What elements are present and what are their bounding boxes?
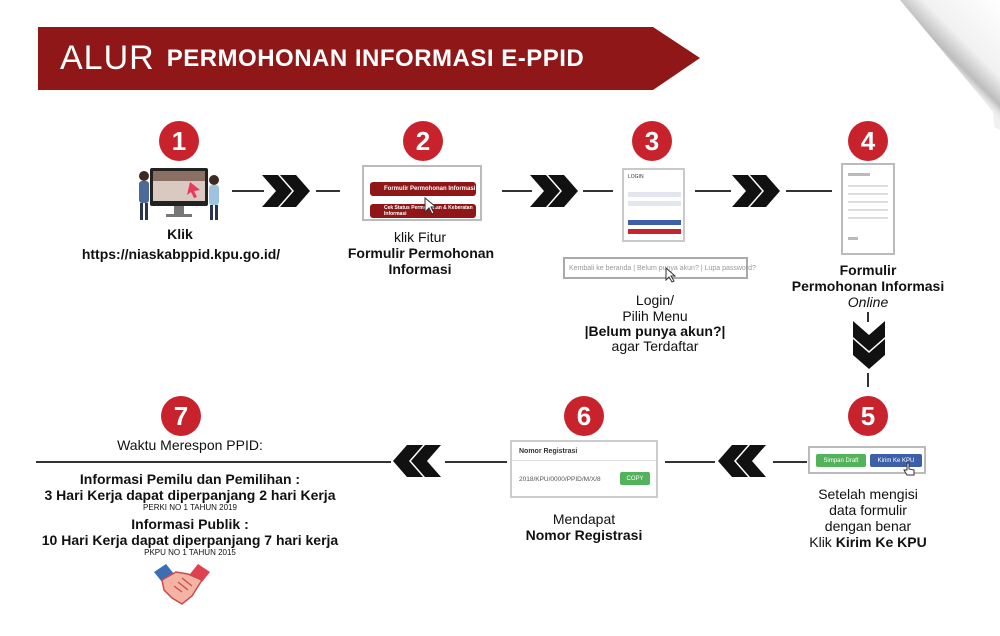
connector bbox=[583, 190, 613, 192]
login-links-text[interactable]: Kembali ke beranda | Belum punya akun? |… bbox=[569, 264, 756, 272]
step-7-number: 7 bbox=[161, 396, 201, 436]
chevron-right-icon bbox=[262, 175, 310, 207]
connector bbox=[502, 190, 532, 192]
simpan-draft-button[interactable]: Simpan Draft bbox=[816, 454, 866, 467]
step-5-number: 5 bbox=[848, 396, 888, 436]
chevron-left-icon bbox=[393, 445, 441, 477]
step-3-line2: Pilih Menu bbox=[622, 308, 688, 324]
connector bbox=[786, 190, 832, 192]
registration-card-title: Nomor Registrasi bbox=[519, 448, 578, 455]
login-links-bar: Kembali ke beranda | Belum punya akun? |… bbox=[563, 257, 756, 283]
step-7-a-title: Informasi Pemilu dan Pemilihan : bbox=[79, 471, 301, 487]
connector bbox=[36, 461, 391, 463]
step-3-line3: |Belum punya akun?| bbox=[584, 323, 726, 339]
formulir-button[interactable]: Formulir Permohonan Informasi bbox=[370, 182, 476, 196]
title-banner: ALUR PERMOHONAN INFORMASI E-PPID bbox=[38, 27, 700, 90]
step-6-line1: Mendapat bbox=[552, 511, 616, 527]
step-4-line3: Online bbox=[847, 294, 889, 310]
step-5-line4-bold: Kirim Ke KPU bbox=[835, 534, 927, 550]
chevron-left-icon bbox=[718, 445, 766, 477]
username-field[interactable] bbox=[628, 192, 681, 197]
step-5-line2: data formulir bbox=[829, 502, 907, 518]
step-7-b-title: Informasi Publik : bbox=[131, 516, 249, 532]
chevron-down-icon bbox=[853, 321, 885, 369]
connector bbox=[695, 190, 731, 192]
step-2-line1: klik Fitur bbox=[393, 229, 447, 245]
connector bbox=[867, 373, 869, 387]
registration-card: Nomor Registrasi 2018/KPU/0000/PPID/M/X/… bbox=[510, 440, 658, 498]
login-button[interactable] bbox=[628, 220, 681, 225]
step-4-number: 4 bbox=[848, 121, 888, 161]
step-2-line3: Informasi bbox=[388, 261, 452, 277]
step-3-line4: agar Terdaftar bbox=[611, 338, 699, 354]
submit-screenshot: Simpan Draft Kirim Ke KPU bbox=[808, 446, 926, 476]
step-6-number: 6 bbox=[564, 396, 604, 436]
connector bbox=[445, 461, 507, 463]
chevron-right-icon bbox=[530, 175, 578, 207]
hand-cursor-icon bbox=[903, 462, 915, 476]
step-7-heading: Waktu Merespon PPID: bbox=[117, 437, 263, 453]
connector bbox=[232, 190, 264, 192]
step-1-link[interactable]: https://niaskabppid.kpu.go.id/ bbox=[81, 246, 281, 262]
step-2-line2: Formulir Permohonan bbox=[347, 245, 495, 261]
step-2-number: 2 bbox=[403, 121, 443, 161]
step-3-line1: Login/ bbox=[635, 292, 675, 308]
password-field[interactable] bbox=[628, 201, 681, 206]
connector bbox=[867, 312, 869, 322]
step-7-a-body: 3 Hari Kerja dapat diperpanjang 2 hari K… bbox=[44, 487, 336, 503]
computer-user-icon bbox=[139, 168, 219, 220]
step-5-line4: Klik Kirim Ke KPU bbox=[795, 534, 941, 551]
login-title: LOGIN bbox=[628, 174, 644, 180]
step-5-line1: Setelah mengisi bbox=[818, 486, 918, 502]
login-screenshot: LOGIN bbox=[622, 168, 685, 242]
banner-title: PERMOHONAN INFORMASI E-PPID bbox=[166, 44, 585, 72]
connector bbox=[665, 461, 715, 463]
chevron-right-icon bbox=[732, 175, 780, 207]
step-1-line1: Klik bbox=[167, 226, 193, 242]
step-7-a-ref: PERKI NO 1 TAHUN 2019 bbox=[143, 503, 237, 512]
step-4-line2: Permohonan Informasi bbox=[791, 278, 945, 294]
step-7-b-body: 10 Hari Kerja dapat diperpanjang 7 hari … bbox=[41, 532, 339, 548]
step-1-number: 1 bbox=[159, 121, 199, 161]
step-5-line3: dengan benar bbox=[824, 518, 912, 534]
step-7-b-ref: PKPU NO 1 TAHUN 2015 bbox=[144, 548, 236, 557]
cursor-icon bbox=[424, 197, 438, 215]
step-2-screenshot: Formulir Permohonan Informasi Cek Status… bbox=[362, 165, 482, 221]
page-curl bbox=[900, 0, 1000, 120]
connector bbox=[773, 461, 807, 463]
cek-status-button[interactable]: Cek Status Permohonan & Keberatan Inform… bbox=[370, 204, 476, 218]
banner-alur: ALUR bbox=[60, 39, 155, 77]
step-3-number: 3 bbox=[632, 121, 672, 161]
connector bbox=[316, 190, 340, 192]
registration-number: 2018/KPU/0000/PPID/M/X/8 bbox=[519, 476, 601, 483]
google-login-button[interactable] bbox=[628, 229, 681, 234]
handshake-icon bbox=[154, 564, 210, 605]
step-4-line1: Formulir bbox=[839, 262, 897, 278]
step-5-line4-pre: Klik bbox=[809, 534, 836, 550]
copy-button[interactable]: COPY bbox=[620, 472, 650, 485]
form-screenshot bbox=[841, 163, 895, 255]
step-6-line2: Nomor Registrasi bbox=[525, 527, 643, 543]
cursor-icon bbox=[665, 267, 677, 283]
